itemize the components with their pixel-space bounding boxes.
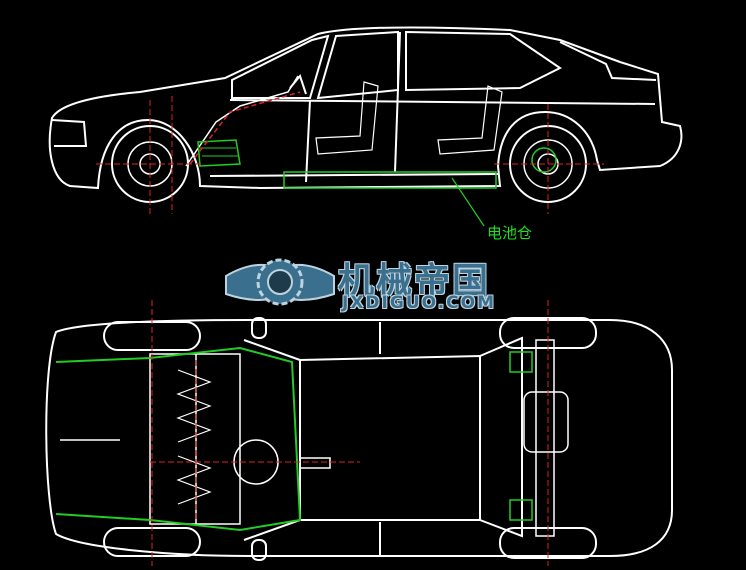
top-battery-outline <box>55 346 302 532</box>
side-front-seat <box>315 81 379 155</box>
watermark-brand-en: JXDIGUO.COM <box>342 293 497 313</box>
top-center-lines <box>150 300 549 566</box>
top-body-outline <box>45 319 673 557</box>
side-front-window <box>316 30 399 100</box>
side-rear-drive <box>531 147 557 173</box>
side-battery-compartment <box>283 171 497 189</box>
side-door-front <box>305 99 311 183</box>
side-steering-red <box>189 91 301 165</box>
top-rear-axle <box>535 339 555 537</box>
top-rear-motor-right <box>509 499 533 521</box>
side-headlight <box>51 119 88 147</box>
side-windshield <box>231 34 330 99</box>
side-view <box>48 26 683 203</box>
top-front-frame <box>149 353 241 525</box>
top-rear-motor <box>523 391 569 453</box>
side-body-outline <box>48 26 683 190</box>
top-mirror-left <box>251 317 267 339</box>
side-steering <box>185 75 299 167</box>
side-front-motor-hatch <box>200 147 238 157</box>
side-beltline <box>229 99 656 105</box>
watermark-brand-cn: 机械帝国 <box>338 261 491 302</box>
top-front-spring-lower <box>176 455 212 505</box>
side-center-lines <box>96 96 604 214</box>
top-front-spring-upper <box>176 369 212 443</box>
top-steering-link <box>299 457 331 469</box>
top-mirror-right <box>251 539 267 561</box>
top-rear-motor-left <box>509 351 533 373</box>
side-rear-deck <box>559 41 657 81</box>
battery-compartment-label: 电池仓 <box>487 224 533 242</box>
top-windshield <box>243 339 301 541</box>
gear-wings-logo-icon <box>225 258 335 306</box>
side-rear-window <box>405 30 562 92</box>
side-rear-seat <box>437 85 503 155</box>
top-rear-window <box>479 336 523 538</box>
top-roof <box>299 354 481 521</box>
callout-leader <box>451 177 485 227</box>
top-view <box>45 317 673 561</box>
side-sill <box>209 173 499 177</box>
side-front-motor <box>197 139 241 167</box>
